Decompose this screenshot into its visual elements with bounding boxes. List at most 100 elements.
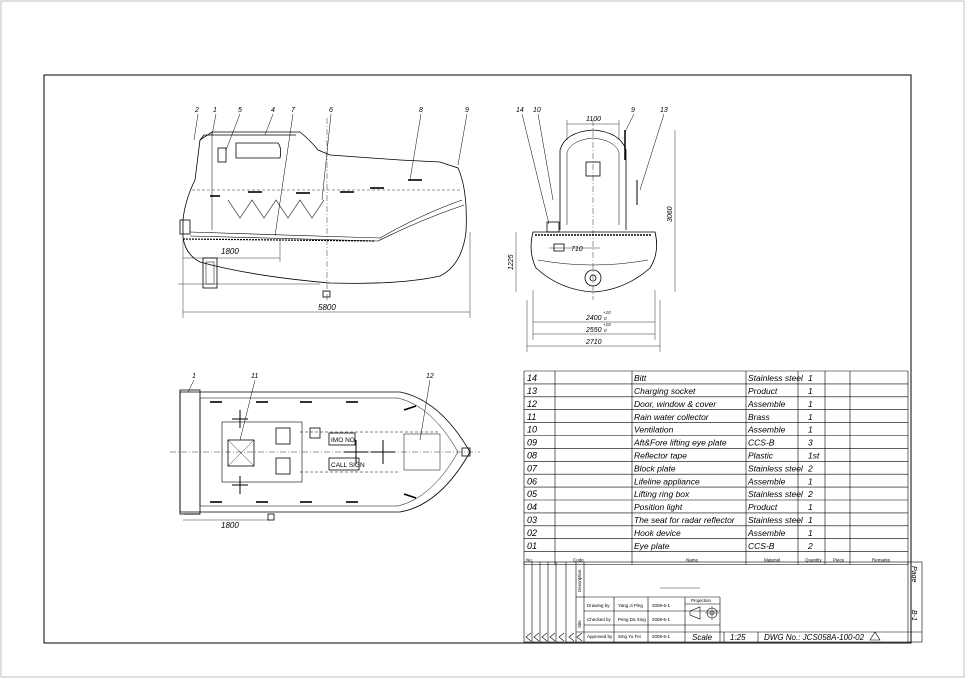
callout-14: 14 [516, 107, 524, 114]
dim-1100: 1100 [586, 116, 601, 123]
projection-cone-icon [689, 606, 701, 620]
canopy-front [559, 129, 627, 230]
door-plan [403, 433, 441, 471]
part-name: Lifting ring box [634, 489, 690, 499]
part-quantity: 1 [808, 425, 813, 435]
lifeline [227, 199, 325, 219]
dim-1225: 1225 [508, 254, 515, 270]
side-callout-labels: 2 1 5 4 7 6 8 9 1800 5800 [194, 107, 469, 312]
title-block-grid [523, 561, 923, 643]
site-label: Site [577, 620, 582, 628]
part-name: Position light [634, 502, 683, 512]
approved-by-label: Approved by [587, 634, 613, 639]
ventilation-plan [309, 427, 321, 439]
drawing-by-label: Drawing by [587, 603, 610, 608]
dwg-number: DWG No.: JCS058A-100-02 [764, 633, 865, 642]
part-quantity: 1 [808, 476, 813, 486]
callout-6: 6 [329, 107, 333, 114]
part-number: 05 [527, 489, 538, 499]
callout-1-plan: 1 [192, 373, 196, 380]
checked-date: 2008-6-1 [652, 617, 671, 622]
header-material: Material [764, 558, 780, 563]
part-name: Hook device [634, 528, 681, 538]
canopy-window [235, 142, 282, 159]
drawing-frame [43, 74, 912, 644]
part-material: CCS-B [748, 541, 775, 551]
drawing-by: Yang Ji Ping [618, 603, 643, 608]
part-number: 01 [527, 541, 537, 551]
dim-3060: 3060 [667, 206, 674, 222]
tol-2550-upper: +10 [603, 322, 611, 327]
part-material: Product [748, 386, 778, 396]
part-quantity: 2 [807, 541, 813, 551]
rain-water-collector [227, 439, 255, 467]
callout-2: 2 [194, 107, 199, 114]
drawing-date: 2008-6-1 [652, 603, 671, 608]
part-quantity: 1 [808, 412, 813, 422]
page-label: Page [910, 566, 917, 582]
part-quantity: 3 [808, 438, 813, 448]
hook-device [179, 219, 191, 235]
dim-keel-1800: 1800 [221, 247, 239, 256]
rudder [202, 257, 218, 289]
header-code: Code [573, 558, 584, 563]
part-quantity: 1 [808, 373, 813, 383]
header-remarks: Remarks [872, 558, 891, 563]
checked-by: Peng Da Xing [618, 617, 646, 622]
tol-2550-lower: 0 [604, 328, 607, 333]
side-callout-leaders [193, 113, 468, 237]
approved-by: Sing Yu Fei [618, 634, 641, 639]
plan-view [170, 379, 480, 521]
part-name: Ventilation [634, 425, 674, 435]
part-quantity: 1st [808, 451, 820, 461]
keel-fitting [322, 290, 331, 298]
part-name: Door, window & cover [634, 399, 717, 409]
part-quantity: 1 [808, 515, 813, 525]
dim-2400: 2400 [585, 315, 602, 322]
part-number: 11 [527, 412, 536, 422]
dim-length-5800: 5800 [318, 303, 336, 312]
part-number: 06 [527, 476, 537, 486]
part-name: Reflector tape [634, 451, 687, 461]
front-fitting [553, 243, 565, 252]
tol-2400-upper: +10 [603, 310, 611, 315]
part-name: Rain water collector [634, 412, 710, 422]
front-view [515, 113, 676, 352]
part-number: 12 [527, 399, 537, 409]
callout-5: 5 [238, 107, 242, 114]
callout-11: 11 [251, 373, 258, 380]
part-material: Stainless steel [748, 463, 804, 473]
revision-triangle-icon [869, 631, 881, 641]
sheet-number: B-1 [910, 610, 917, 621]
header-name: Name [686, 558, 699, 563]
callout-13: 13 [660, 107, 668, 114]
side-view [178, 113, 471, 318]
callout-7: 7 [291, 107, 296, 114]
part-number: 09 [527, 438, 537, 448]
scale-label: Scale [692, 633, 713, 642]
part-material: Assemble [747, 528, 786, 538]
callsign-plate [328, 457, 360, 471]
part-material: Stainless steel [748, 515, 804, 525]
dim-710: 710 [571, 246, 583, 253]
part-quantity: 2 [807, 463, 813, 473]
callout-10: 10 [533, 107, 541, 114]
part-name: Bitt [634, 373, 647, 383]
part-number: 08 [527, 451, 537, 461]
callout-4: 4 [271, 107, 275, 114]
part-material: Brass [748, 412, 770, 422]
dim-1800-plan: 1800 [221, 521, 239, 530]
hull-side-outline [182, 131, 467, 284]
callout-12: 12 [426, 373, 434, 380]
scale-value: 1:25 [730, 633, 746, 642]
hull-front-outline [530, 231, 658, 293]
part-number: 13 [527, 386, 537, 396]
callout-9: 9 [465, 107, 469, 114]
dim-2550: 2550 [585, 327, 602, 334]
front-callout-labels: 14 10 9 13 1100 3060 1225 710 2400 +10 0… [508, 107, 674, 346]
part-material: Stainless steel [748, 489, 804, 499]
part-quantity: 1 [808, 399, 813, 409]
callout-8: 8 [419, 107, 423, 114]
